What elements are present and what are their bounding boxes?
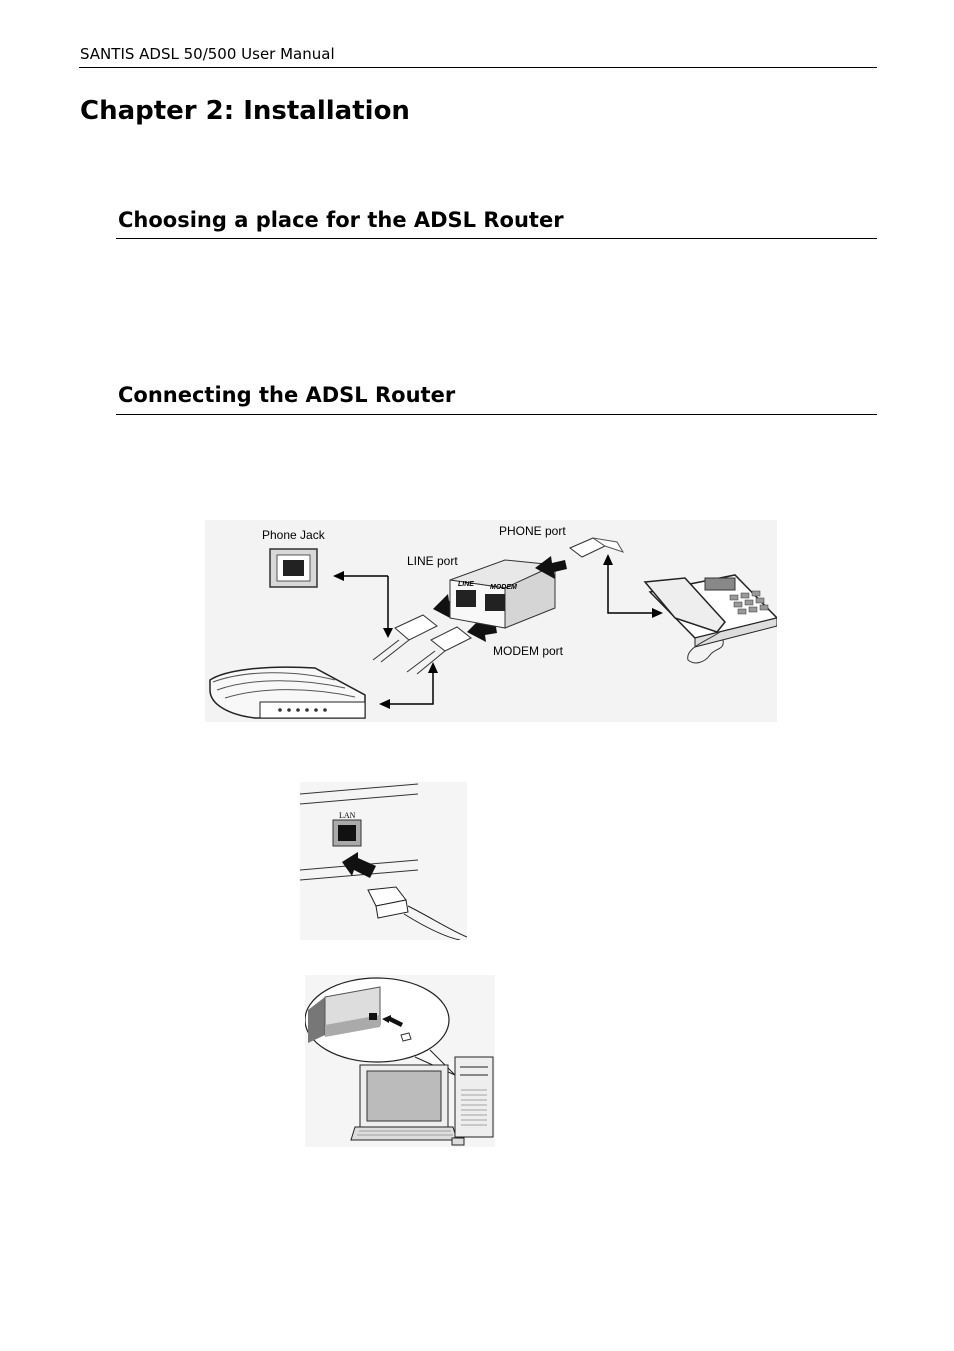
arrow-head-icon (652, 608, 663, 618)
arrow-head-icon (379, 699, 390, 709)
arrow-head-icon (383, 628, 393, 638)
page-header-title: SANTIS ADSL 50/500 User Manual (80, 45, 335, 63)
computer-connection-figure (305, 975, 495, 1147)
arrow-head-icon (603, 554, 613, 565)
splitter-modem-text: MODEM (490, 584, 517, 591)
modem-cable-plug-icon (406, 626, 472, 675)
arrow-head-icon (428, 662, 438, 673)
telephone-icon (643, 574, 777, 664)
phone-jack-label: Phone Jack (262, 528, 326, 542)
splitter-connection-figure: Phone Jack LINE MODEM (205, 520, 777, 722)
adsl-router-icon (209, 666, 366, 719)
phone-port-plug-icon (535, 537, 625, 579)
section-title-connecting: Connecting the ADSL Router (118, 383, 456, 407)
line-port-label: LINE port (407, 554, 458, 568)
line-cable-plug-icon (372, 614, 438, 663)
desktop-computer-icon (350, 1056, 494, 1146)
lan-label: LAN (339, 811, 356, 820)
section-divider (116, 238, 877, 239)
insert-arrow-icon (342, 852, 376, 878)
header-divider (79, 67, 877, 68)
chapter-title: Chapter 2: Installation (80, 96, 410, 126)
phone-port-label: PHONE port (499, 524, 566, 538)
modem-port-label: MODEM port (493, 644, 564, 658)
lan-port-figure: LAN (300, 782, 467, 940)
lan-port-icon (338, 825, 356, 841)
section-title-choosing-place: Choosing a place for the ADSL Router (118, 208, 564, 232)
splitter-line-text: LINE (458, 581, 474, 588)
arrow-head-icon (333, 571, 344, 581)
zoom-callout-icon (305, 977, 456, 1076)
section-divider (116, 414, 877, 415)
splitter-device-icon: LINE MODEM (449, 559, 557, 629)
ethernet-plug-icon (367, 886, 467, 940)
phone-jack-icon (269, 548, 318, 588)
